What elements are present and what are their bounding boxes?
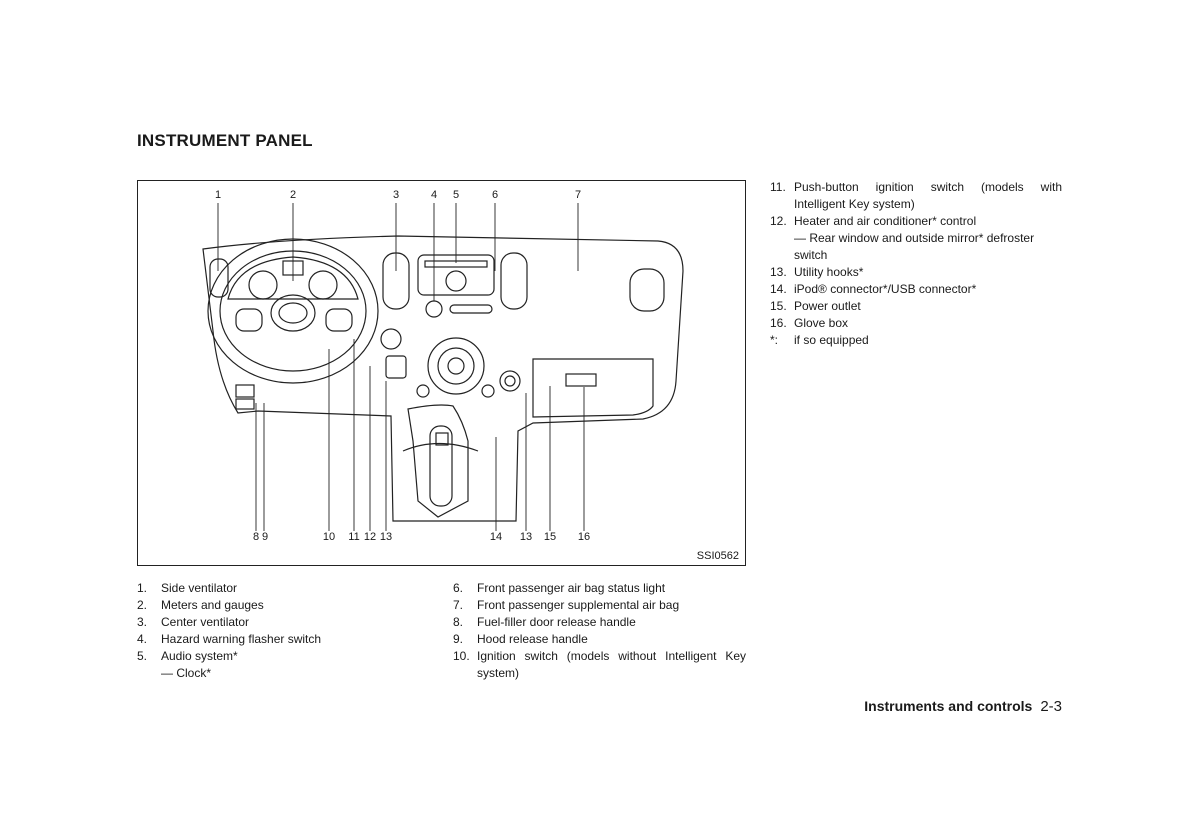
side-vent-right — [629, 268, 665, 312]
instrument-panel-figure: 1 2 3 4 5 6 7 8 9 10 11 12 13 14 13 15 1… — [137, 180, 746, 566]
callout-13b: 13 — [519, 531, 533, 543]
callout-6: 6 — [491, 189, 499, 201]
list-item: 12.Heater and air conditioner* control— … — [770, 214, 1035, 262]
side-vent-left — [209, 258, 229, 298]
callout-1: 1 — [214, 189, 222, 201]
list-item: 14.iPod® connector*/USB connector* — [770, 282, 977, 296]
list-item: 9.Hood release handle — [453, 632, 588, 646]
callout-11: 11 — [348, 531, 360, 543]
list-item: 10.Ignition switch (models without Intel… — [453, 649, 746, 680]
hvac-control — [427, 337, 485, 395]
center-console — [407, 404, 469, 518]
callout-13a: 13 — [379, 531, 393, 543]
list-item: 15.Power outlet — [770, 299, 861, 313]
list-item: 3.Center ventilator — [137, 615, 250, 629]
list-item: 1.Side ventilator — [137, 581, 238, 595]
callout-4: 4 — [430, 189, 438, 201]
ignition-switch — [380, 328, 402, 350]
callout-3: 3 — [392, 189, 400, 201]
callout-7: 7 — [574, 189, 582, 201]
page-number: 2-3 — [1040, 698, 1062, 715]
list-item: 7.Front passenger supplemental air bag — [453, 598, 680, 612]
hazard-switch — [425, 300, 443, 318]
callout-5: 5 — [452, 189, 460, 201]
list-item: *:if so equipped — [770, 333, 869, 347]
center-vent-right — [500, 252, 528, 310]
callout-8: 8 — [252, 531, 260, 543]
callout-16: 16 — [577, 531, 591, 543]
list-item: 11.Push-button ignition switch (models w… — [770, 180, 1062, 211]
glove-box — [532, 358, 654, 418]
page-footer: Instruments and controls 2-3 — [864, 698, 1062, 715]
callout-2: 2 — [289, 189, 297, 201]
callout-10: 10 — [322, 531, 336, 543]
callout-15: 15 — [543, 531, 557, 543]
list-item: 13.Utility hooks* — [770, 265, 864, 279]
list-item: 8.Fuel-filler door release handle — [453, 615, 636, 629]
instrument-panel-drawing — [202, 203, 684, 531]
callout-9: 9 — [261, 531, 269, 543]
legend-list-right: 11.Push-button ignition switch (models w… — [770, 179, 1062, 349]
list-item: 5.Audio system*— Clock* — [137, 649, 238, 680]
page-title: INSTRUMENT PANEL — [137, 131, 313, 150]
figure-code: SSI0562 — [696, 550, 739, 562]
section-name: Instruments and controls — [864, 698, 1033, 714]
callout-12: 12 — [363, 531, 377, 543]
list-item: 6.Front passenger air bag status light — [453, 581, 666, 595]
list-item: 16.Glove box — [770, 316, 849, 330]
list-item: 2.Meters and gauges — [137, 598, 264, 612]
legend-list-middle: 6.Front passenger air bag status light 7… — [453, 580, 746, 682]
callout-14: 14 — [489, 531, 503, 543]
list-item: 4.Hazard warning flasher switch — [137, 632, 322, 646]
legend-list-left: 1.Side ventilator 2.Meters and gauges 3.… — [137, 580, 437, 682]
